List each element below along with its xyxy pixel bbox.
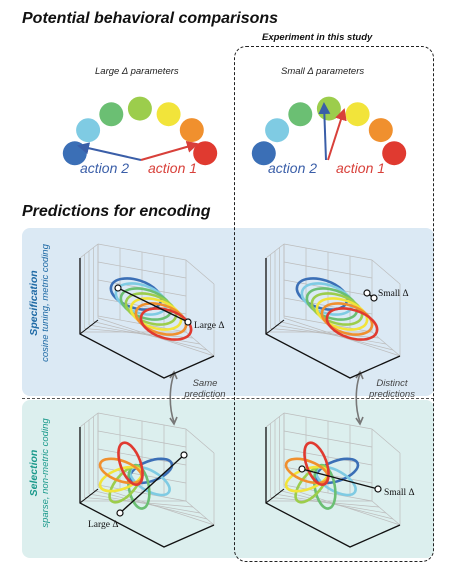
point-a <box>363 289 371 297</box>
color-dot-6 <box>368 118 393 143</box>
color-dot-3 <box>288 102 313 127</box>
ring-7 <box>139 307 193 341</box>
experiment-box <box>234 46 434 562</box>
sparse-rings <box>284 441 360 510</box>
selection-title: Selection <box>28 449 40 497</box>
delta-label: Small Δ <box>378 289 409 299</box>
delta-label: Large Δ <box>194 321 224 331</box>
point-a <box>180 451 188 459</box>
specification-row-label: Specification cosine tuning, metric codi… <box>28 238 51 368</box>
axes-box <box>79 412 215 548</box>
point-b <box>374 485 382 493</box>
delta-label: Large Δ <box>88 520 118 530</box>
point-b <box>370 294 378 302</box>
ring-5 <box>129 297 183 331</box>
distance-line <box>301 468 379 490</box>
ring-1 <box>128 457 174 485</box>
spec-small-plot: Small Δ <box>265 243 409 379</box>
ring-4 <box>294 464 330 504</box>
ring-4 <box>108 464 144 504</box>
color-dot-6 <box>179 118 204 143</box>
point-a <box>114 284 122 292</box>
color-dot-4 <box>127 96 152 121</box>
ring-5 <box>315 297 369 331</box>
color-dot-7 <box>193 141 218 166</box>
same-prediction-label: Same prediction <box>184 378 226 400</box>
ring-1 <box>314 457 360 485</box>
small-params-label: Small Δ parameters <box>281 66 365 77</box>
large-action2-label: action 2 <box>80 160 130 176</box>
ring-4 <box>124 292 178 326</box>
point-b <box>184 318 192 326</box>
distance-line <box>117 287 189 323</box>
small-action2-label: action 2 <box>268 160 318 176</box>
color-dot-1 <box>251 141 276 166</box>
spec-large-plot: Large Δ <box>79 243 224 379</box>
sel-large-plot: Large Δ <box>79 412 215 548</box>
distinct-predictions-label: Distinct predictions <box>369 378 415 400</box>
selection-panel <box>22 400 434 558</box>
distance-line <box>119 454 185 514</box>
ring-7 <box>117 441 144 486</box>
ring-6 <box>134 302 188 336</box>
color-dot-7 <box>382 141 407 166</box>
encoding-heading: Predictions for encoding <box>22 203 211 220</box>
tuning-rings <box>295 277 379 341</box>
small-delta-arc <box>251 96 407 166</box>
delta-label: Small Δ <box>384 488 415 498</box>
experiment-label: Experiment in this study <box>262 32 373 43</box>
color-dot-5 <box>156 102 181 127</box>
selection-subtitle: sparse, non-metric coding <box>40 418 51 528</box>
point-a <box>298 465 306 473</box>
ring-4 <box>310 292 364 326</box>
color-dot-3 <box>99 102 124 127</box>
same-connector-arrow <box>169 370 178 426</box>
color-dot-5 <box>345 102 370 127</box>
large-action1-label: action 1 <box>148 160 198 176</box>
color-dot-2 <box>265 118 290 143</box>
axes-box <box>79 243 215 379</box>
row-divider <box>22 398 434 399</box>
large-delta-arc <box>62 96 218 166</box>
ring-7 <box>325 307 379 341</box>
color-dot-2 <box>76 118 101 143</box>
ring-7 <box>303 441 330 486</box>
selection-row-label: Selection sparse, non-metric coding <box>28 408 51 538</box>
axes-box <box>265 243 401 379</box>
behavioral-heading: Potential behavioral comparisons <box>22 10 279 27</box>
small-action1-label: action 1 <box>336 160 386 176</box>
color-dot-4 <box>316 96 341 121</box>
sel-small-plot: Small Δ <box>265 412 415 548</box>
specification-subtitle: cosine tuning, metric coding <box>40 244 51 362</box>
large-params-label: Large Δ parameters <box>95 66 179 77</box>
point-b <box>116 509 124 517</box>
distinct-connector-arrow <box>355 370 364 426</box>
ring-6 <box>320 302 374 336</box>
specification-title: Specification <box>28 270 40 336</box>
